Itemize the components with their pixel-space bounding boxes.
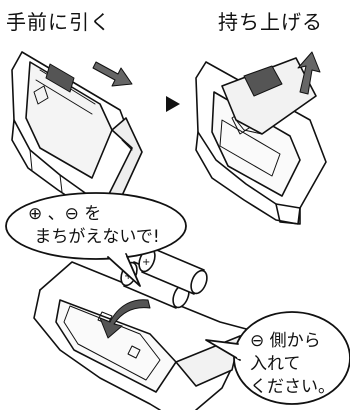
- warning-bubble-shape: [5, 192, 187, 287]
- insert-instruction-line3: ください。: [250, 377, 335, 397]
- step2-label: 持ち上げる: [218, 10, 323, 34]
- insert-bubble-shape: [205, 311, 350, 405]
- svg-text:+: +: [142, 257, 150, 268]
- battery-cell-2: +: [138, 247, 208, 295]
- lift-arrow: [297, 51, 321, 95]
- polarity-warning-line2: まちがえないで!: [34, 227, 160, 247]
- insert-arrow: [99, 299, 151, 339]
- insert-instruction-line2: 入れて: [250, 354, 301, 374]
- next-step-arrow: [166, 96, 180, 112]
- step1-label: 手前に引く: [6, 10, 111, 34]
- polarity-warning-line1: ⊕ 、⊖ を: [28, 204, 102, 224]
- step2-remote-illustration: [195, 57, 327, 225]
- insert-instruction-line1: ⊖ 側から: [250, 331, 321, 351]
- pull-arrow: [92, 61, 133, 87]
